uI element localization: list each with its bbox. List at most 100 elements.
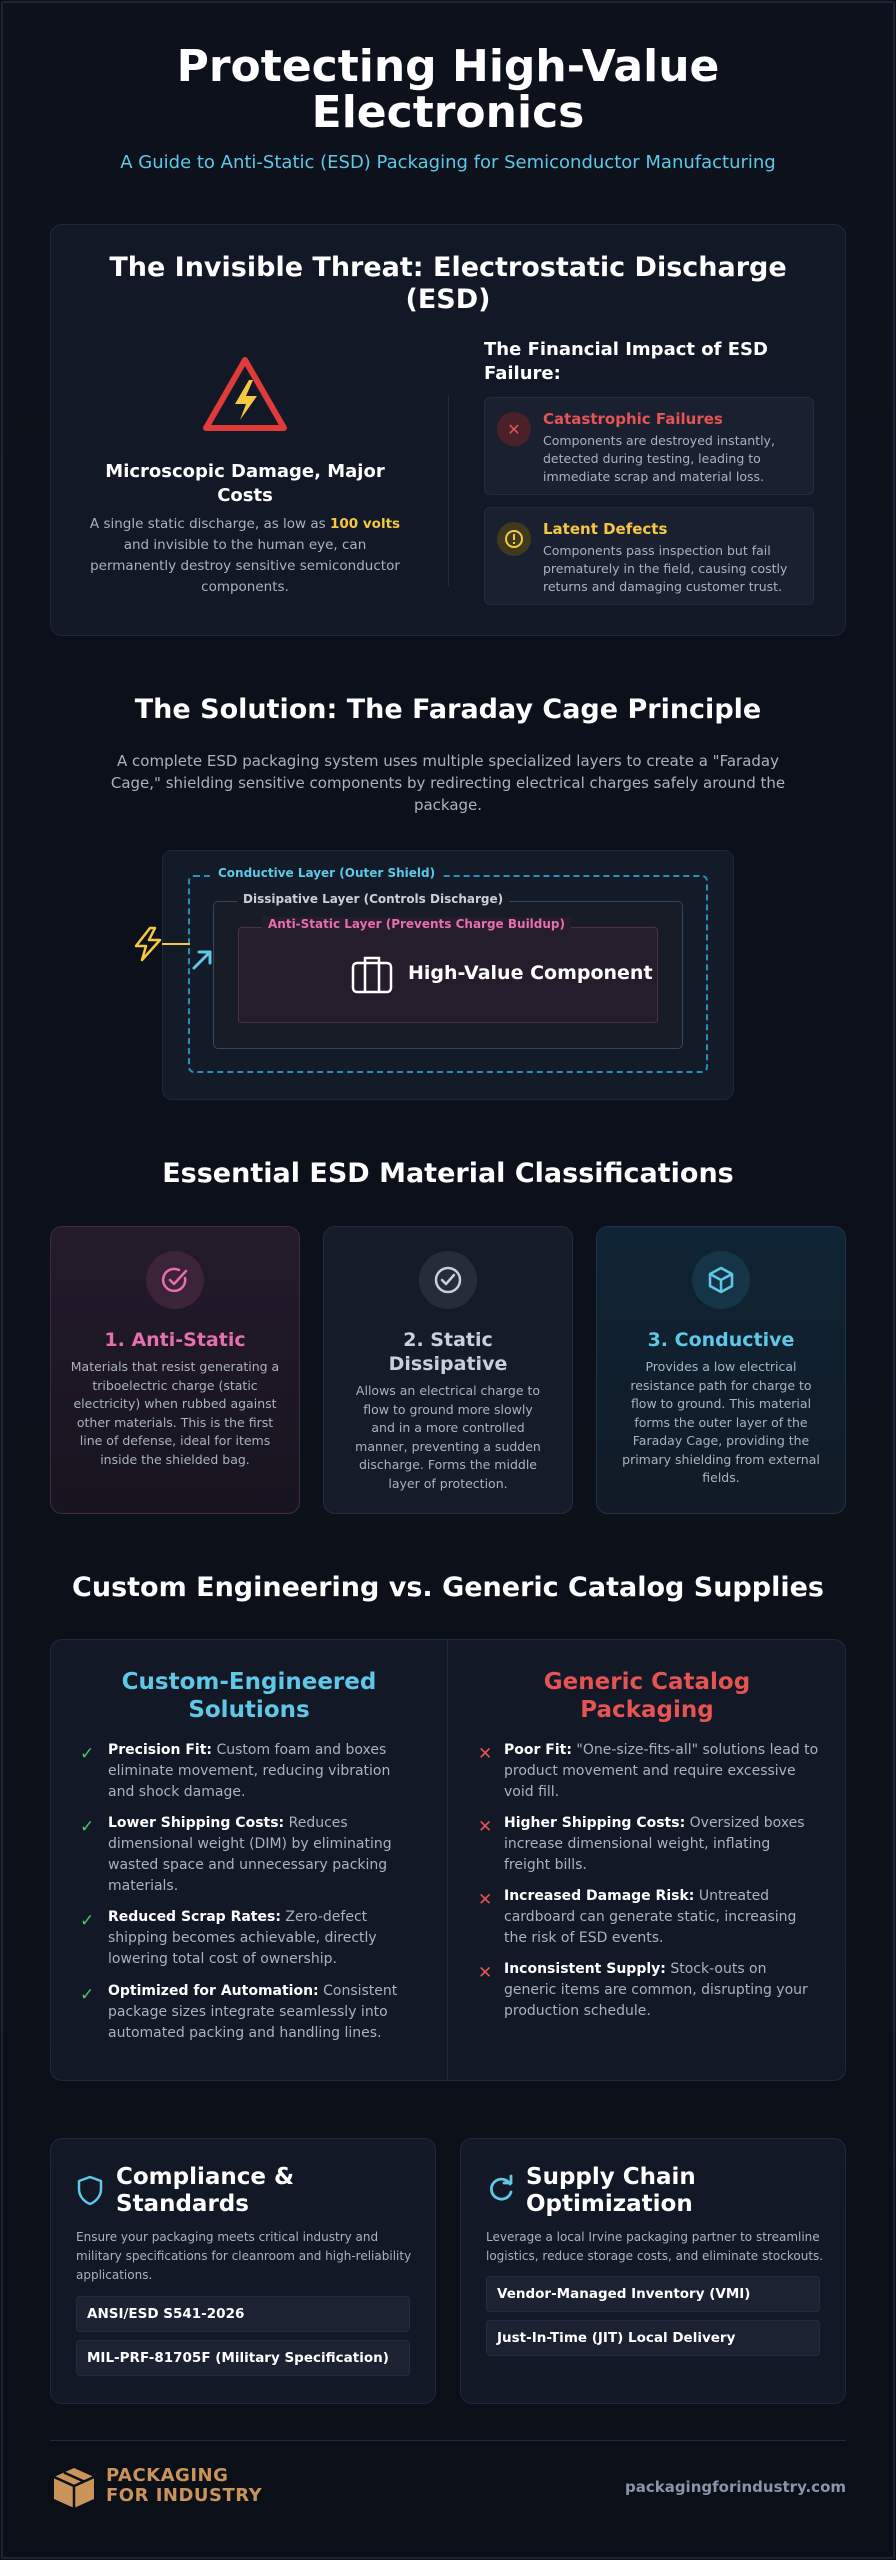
custom-item-4-text: Consistent package sizes integrate seaml…: [108, 1983, 398, 2041]
briefcase-icon: [351, 956, 393, 994]
impact-catastrophic-text: Components are destroyed instantly, dete…: [543, 433, 775, 484]
redirect-arrow-icon: [192, 950, 212, 970]
supply-title-line2: Optimization: [526, 2191, 693, 2217]
compliance-title-line1: Compliance &: [116, 2164, 295, 2190]
page-title-line1: Protecting High-Value: [176, 41, 720, 92]
check-badge-icon: [146, 1251, 204, 1309]
standard-mil: MIL-PRF-81705F (Military Specification): [76, 2340, 410, 2376]
generic-item-3: Increased Damage Risk: Untreated cardboa…: [504, 1886, 820, 1949]
dissipative-layer-label: Dissipative Layer (Controls Discharge): [237, 892, 510, 906]
custom-title: Custom-Engineered Solutions: [50, 1668, 448, 1724]
check-icon: ✓: [80, 1744, 95, 1764]
voltage-highlight: 100 volts: [329, 516, 401, 532]
custom-title-line2: Solutions: [188, 1697, 310, 1723]
check-icon: ✓: [80, 1817, 95, 1837]
check-circle-icon: [419, 1251, 477, 1309]
page-title: Protecting High-Value Electronics: [0, 44, 896, 136]
generic-item-4-bold: Inconsistent Supply:: [504, 1961, 666, 1977]
x-mark-icon: ✕: [478, 1817, 493, 1837]
check-icon: ✓: [80, 1985, 95, 2005]
generic-item-4-text: Stock-outs on generic items are common, …: [504, 1961, 808, 2019]
supply-title-line1: Supply Chain: [526, 2164, 696, 2190]
page-subtitle: A Guide to Anti-Static (ESD) Packaging f…: [120, 152, 776, 173]
conductive-layer-label: Conductive Layer (Outer Shield): [212, 866, 442, 880]
custom-item-3-bold: Reduced Scrap Rates:: [108, 1909, 281, 1925]
class-conductive-title: 3. Conductive: [647, 1329, 795, 1351]
antistatic-layer-label: Anti-Static Layer (Prevents Charge Build…: [262, 917, 571, 931]
threat-divider: [448, 396, 449, 586]
class-antistatic-title: 1. Anti-Static: [104, 1329, 246, 1351]
micro-damage-title: Microscopic Damage, Major Costs: [80, 460, 410, 508]
comparison-title: Custom Engineering vs. Generic Catalog S…: [72, 1572, 824, 1603]
shield-icon: [77, 2175, 103, 2206]
custom-item-1: Precision Fit: Custom foam and boxes eli…: [108, 1740, 418, 1803]
footer-logo[interactable]: PACKAGING FOR INDUSTRY: [106, 2466, 262, 2506]
supply-text: Leverage a local Irvine packaging partne…: [486, 2230, 824, 2263]
generic-item-1-text: "One-size-fits-all" solutions lead to pr…: [504, 1742, 819, 1800]
generic-item-2-bold: Higher Shipping Costs:: [504, 1815, 686, 1831]
alert-circle-icon: [497, 522, 531, 556]
threat-title-line2: (ESD): [405, 284, 491, 315]
x-mark-icon: ✕: [478, 1963, 493, 1983]
supply-jit: Just-In-Time (JIT) Local Delivery: [486, 2320, 820, 2356]
threat-title-line1: The Invisible Threat: Electrostatic Disc…: [109, 252, 787, 283]
generic-item-1: Poor Fit: "One-size-fits-all" solutions …: [504, 1740, 820, 1803]
generic-title-line1: Generic Catalog: [543, 1669, 751, 1695]
custom-item-4: Optimized for Automation: Consistent pac…: [108, 1981, 418, 2044]
custom-title-line1: Custom-Engineered: [121, 1669, 377, 1695]
class-dissipative-title: 2. Static Dissipative: [323, 1328, 573, 1376]
solution-title: The Solution: The Faraday Cage Principle: [134, 694, 762, 725]
refresh-icon: [490, 2174, 513, 2201]
custom-item-3: Reduced Scrap Rates: Zero-defect shippin…: [108, 1907, 418, 1970]
box-logo-icon: [53, 2468, 95, 2508]
close-x-icon: ✕: [497, 412, 531, 446]
supply-title: Supply Chain Optimization: [526, 2164, 826, 2218]
generic-item-3-text: Untreated cardboard can generate static,…: [504, 1888, 797, 1946]
cube-icon: [692, 1251, 750, 1309]
micro-damage-text: A single static discharge, as low as 100…: [84, 514, 406, 598]
custom-item-3-text: Zero-defect shipping becomes achievable,…: [108, 1909, 377, 1967]
impact-catastrophic-title: Catastrophic Failures: [543, 410, 723, 428]
class-dissipative-title-line1: 2. Static: [403, 1329, 493, 1351]
x-mark-icon: ✕: [478, 1744, 493, 1764]
impact-catastrophic: ✕ Catastrophic Failures Components are d…: [484, 397, 814, 495]
compliance-text: Ensure your packaging meets critical ind…: [76, 2230, 412, 2282]
impact-latent-title: Latent Defects: [543, 520, 668, 538]
custom-item-2-text: Reduces dimensional weight (DIM) by elim…: [108, 1815, 392, 1894]
footer-divider: [50, 2440, 846, 2441]
footer-url-link[interactable]: packagingforindustry.com: [624, 2478, 846, 2496]
discharge-line: [162, 943, 190, 945]
generic-title: Generic Catalog Packaging: [448, 1668, 846, 1724]
comparison-divider: [447, 1640, 448, 2080]
financial-impact-title-line2: Failure:: [484, 363, 561, 384]
micro-damage-title-line2: Costs: [217, 485, 273, 506]
generic-item-1-bold: Poor Fit:: [504, 1742, 572, 1758]
micro-damage-text-pre: A single static discharge, as low as: [89, 516, 326, 532]
x-mark-icon: ✕: [478, 1890, 493, 1910]
supply-vmi: Vendor-Managed Inventory (VMI): [486, 2276, 820, 2312]
threat-title: The Invisible Threat: Electrostatic Disc…: [50, 252, 846, 316]
impact-latent-text: Components pass inspection but fail prem…: [543, 543, 788, 594]
component-label: High-Value Component: [408, 962, 653, 984]
generic-item-2: Higher Shipping Costs: Oversized boxes i…: [504, 1813, 820, 1876]
classifications-title: Essential ESD Material Classifications: [162, 1158, 734, 1189]
comparison-card: [50, 1639, 846, 2081]
footer-logo-line1: PACKAGING: [106, 2465, 229, 2486]
check-icon: ✓: [80, 1911, 95, 1931]
footer-logo-line2: FOR INDUSTRY: [106, 2485, 263, 2506]
class-conductive-text: Provides a low electrical resistance pat…: [622, 1359, 820, 1485]
supply-card: [460, 2138, 846, 2404]
standard-ansi: ANSI/ESD S541-2026: [76, 2296, 410, 2332]
custom-item-4-bold: Optimized for Automation:: [108, 1983, 319, 1999]
generic-item-3-bold: Increased Damage Risk:: [504, 1888, 695, 1904]
class-dissipative-title-line2: Dissipative: [388, 1353, 508, 1375]
class-antistatic-text: Materials that resist generating a tribo…: [70, 1359, 280, 1467]
compliance-title: Compliance & Standards: [116, 2164, 416, 2218]
custom-item-1-bold: Precision Fit:: [108, 1742, 213, 1758]
financial-impact-title-line1: The Financial Impact of ESD: [484, 339, 768, 360]
custom-item-2: Lower Shipping Costs: Reduces dimensiona…: [108, 1813, 418, 1897]
generic-item-2-text: Oversized boxes increase dimensional wei…: [504, 1815, 805, 1873]
page-title-line2: Electronics: [311, 87, 585, 138]
impact-latent: Latent Defects Components pass inspectio…: [484, 507, 814, 605]
generic-item-4: Inconsistent Supply: Stock-outs on gener…: [504, 1959, 820, 2022]
